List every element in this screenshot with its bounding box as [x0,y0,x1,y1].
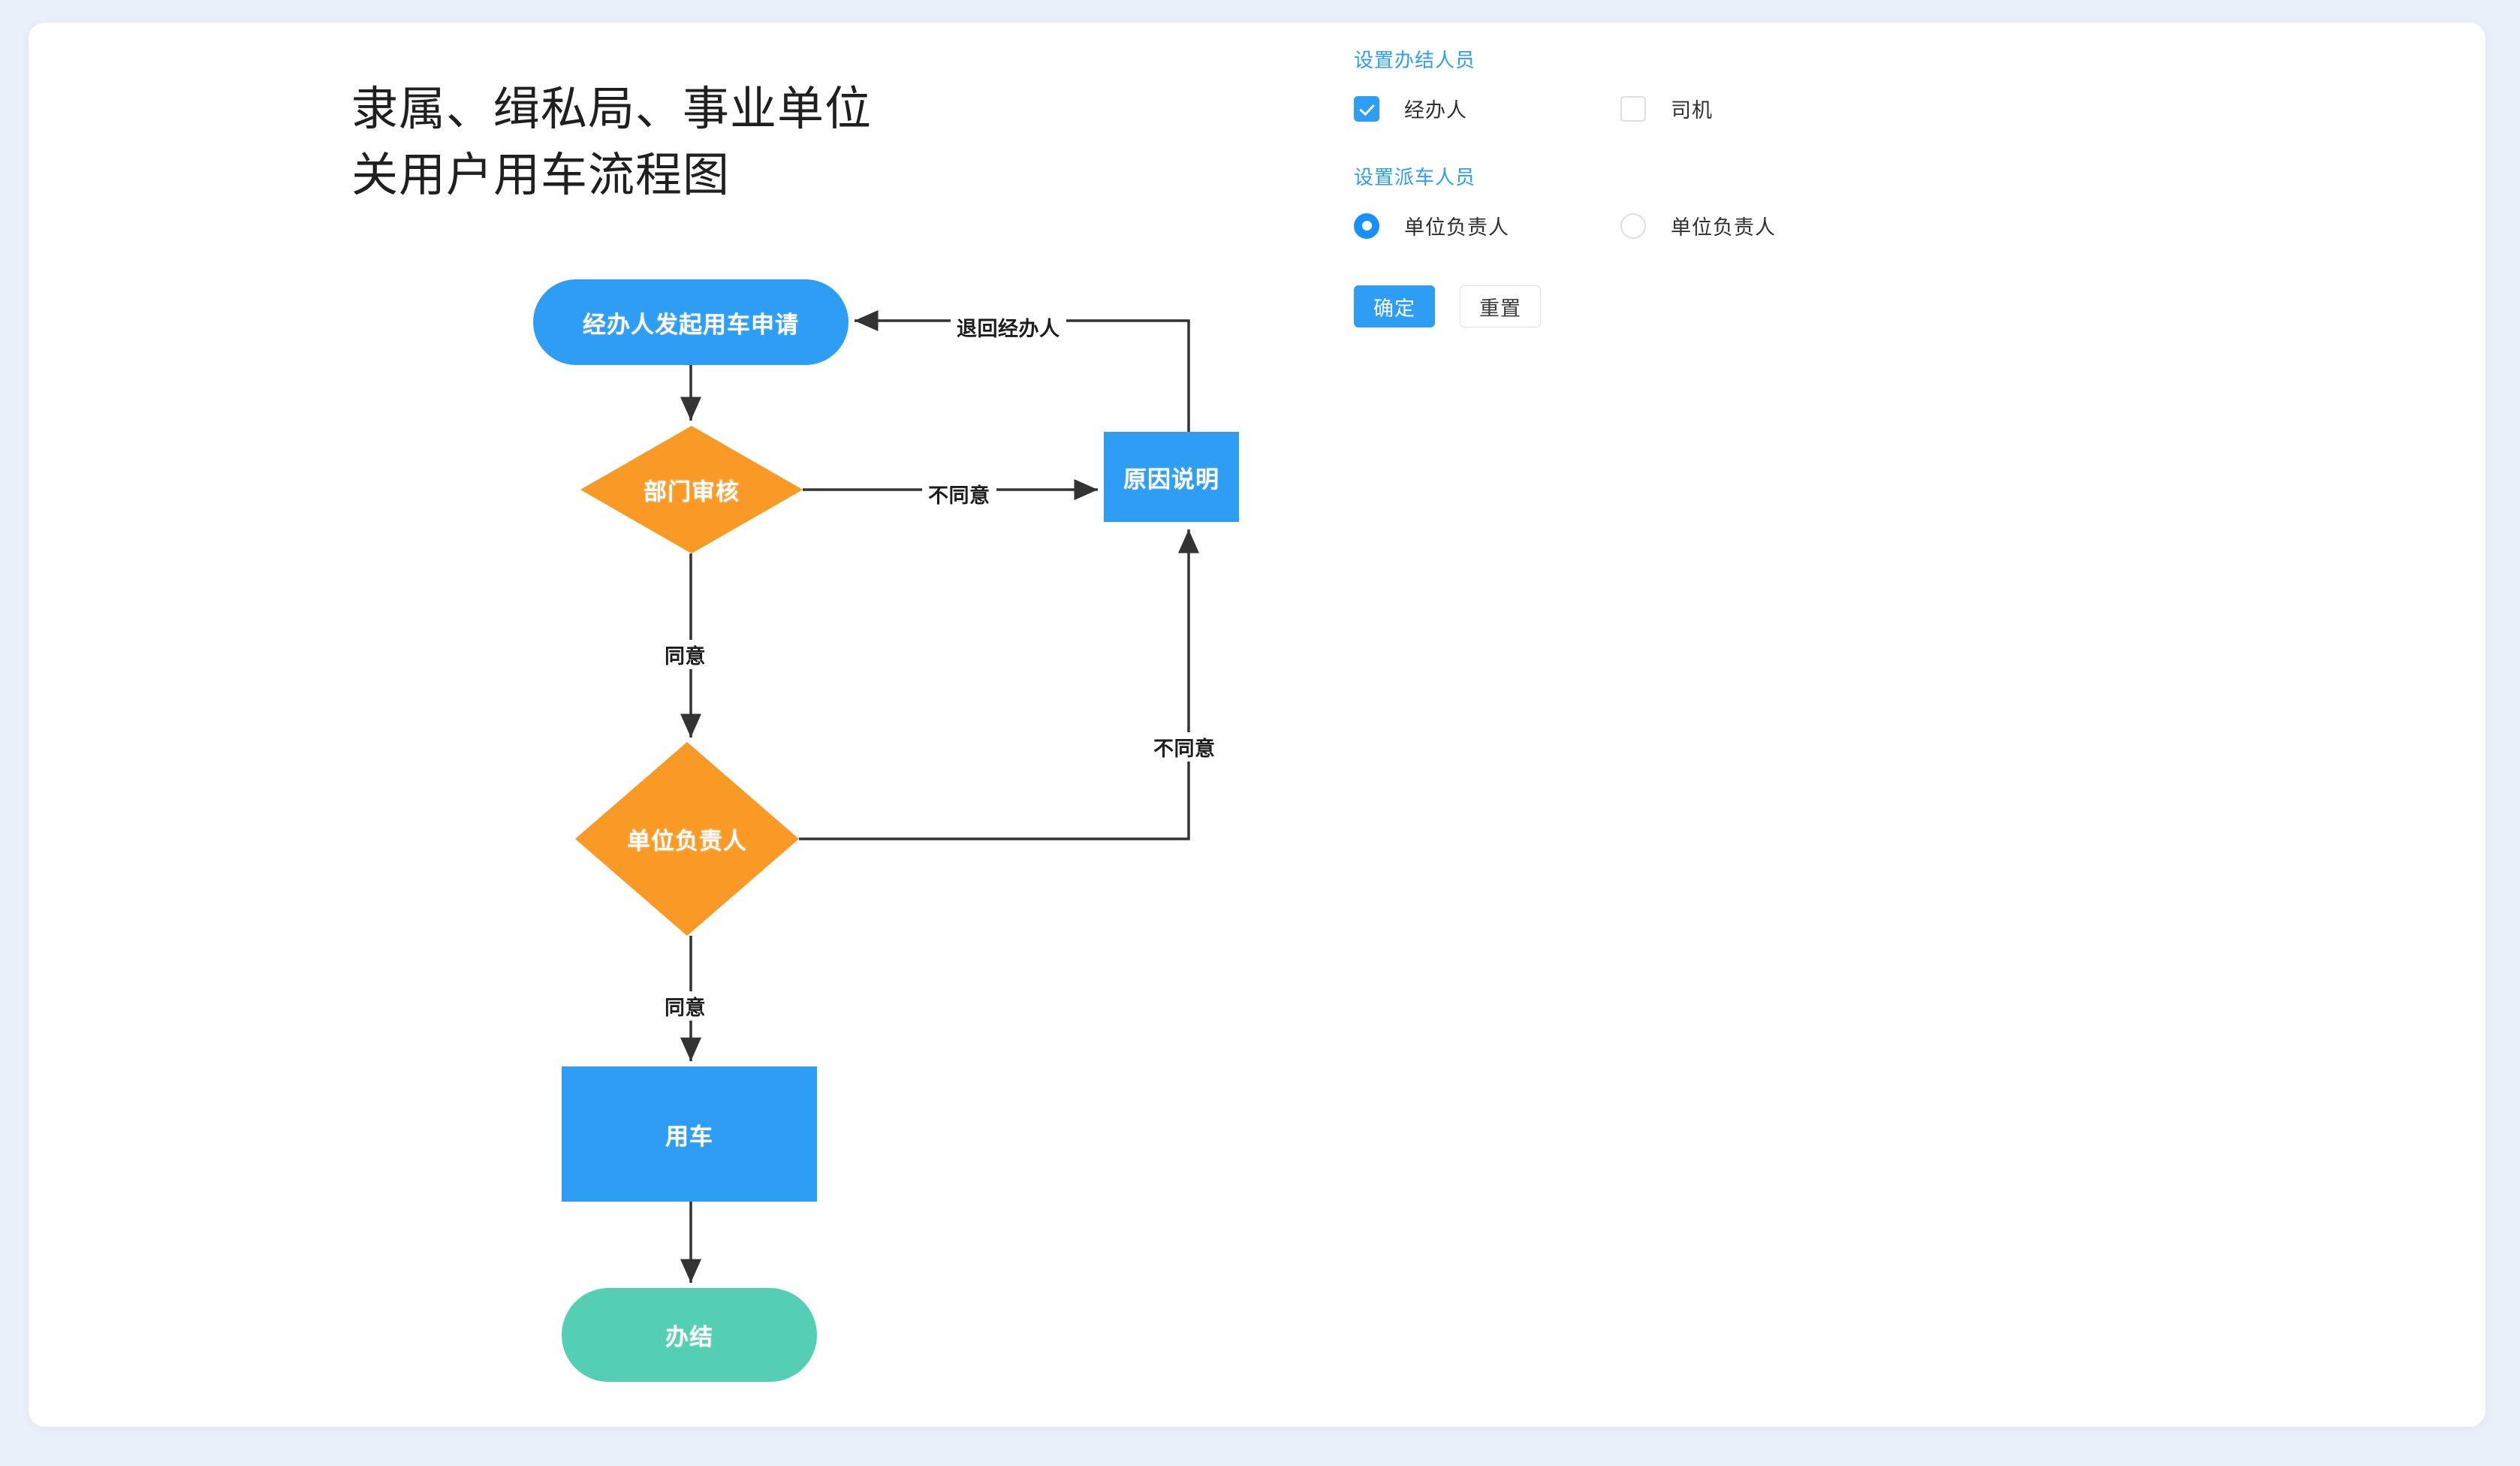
flow-node-use-car-label: 用车 [665,1123,713,1150]
flowchart-connectors [680,310,1199,1283]
edge-label-dept-reject: 不同意 [922,479,996,508]
flow-node-use-car[interactable]: 用车 [562,1066,817,1202]
checkbox-checked-icon[interactable] [1354,95,1379,122]
flowchart-area: 隶属、缉私局、事业单位 关用户用车流程图 [29,23,1350,1427]
handler-checkbox-row: 经办人 司机 [1354,94,2405,123]
flow-node-unit-leader-label: 单位负责人 [627,828,747,855]
flow-node-dept-review[interactable]: 部门审核 [580,426,803,554]
flow-node-start[interactable]: 经办人发起用车申请 [533,279,849,365]
section-title-dispatcher: 设置派车人员 [1354,166,1476,189]
radio-label-unit-leader-1: 单位负责人 [1404,216,1509,239]
flow-node-start-label: 经办人发起用车申请 [583,311,799,338]
radio-item-unit-leader-2[interactable]: 单位负责人 [1620,211,1887,240]
checkbox-label-handler: 经办人 [1404,99,1467,122]
edge-label-leader-agree: 同意 [659,991,712,1021]
section-title-handler: 设置办结人员 [1354,49,1476,71]
dispatcher-radio-row: 单位负责人 单位负责人 [1354,211,2405,240]
flowchart-title-line1: 隶属、缉私局、事业单位 [351,83,873,135]
edge-label-dept-agree: 同意 [659,640,712,669]
reset-button[interactable]: 重置 [1460,285,1541,327]
confirm-button[interactable]: 确定 [1354,285,1435,327]
radio-selected-icon[interactable] [1354,213,1379,239]
flow-node-dept-review-label: 部门审核 [644,478,740,505]
checkbox-item-handler[interactable]: 经办人 [1354,94,1620,123]
checkbox-unchecked-icon[interactable] [1620,95,1646,122]
flow-node-reason-label: 原因说明 [1123,466,1219,493]
main-card: 隶属、缉私局、事业单位 关用户用车流程图 [29,23,2485,1427]
checkbox-label-driver: 司机 [1671,99,1713,122]
radio-unselected-icon[interactable] [1620,213,1646,239]
flow-node-finish[interactable]: 办结 [562,1288,817,1382]
radio-label-unit-leader-2: 单位负责人 [1671,216,1776,239]
flow-node-unit-leader[interactable]: 单位负责人 [575,742,799,936]
radio-item-unit-leader-1[interactable]: 单位负责人 [1354,211,1620,240]
edge-label-leader-reject: 不同意 [1147,732,1222,762]
flow-node-finish-label: 办结 [665,1324,713,1350]
flow-node-reason[interactable]: 原因说明 [1104,432,1239,522]
settings-panel: 设置办结人员 经办人 司机 设置派车人员 单位负责人 单位负责人 确定 [1354,45,2405,327]
edge-label-return-to-applicant: 退回经办人 [951,312,1066,342]
flowchart-title: 隶属、缉私局、事业单位 关用户用车流程图 [351,77,1027,209]
flowchart-title-line2: 关用户用车流程图 [351,149,731,202]
edge-leader-to-reason [799,529,1199,840]
checkbox-item-driver[interactable]: 司机 [1620,94,1887,123]
action-button-row: 确定 重置 [1354,285,2405,327]
